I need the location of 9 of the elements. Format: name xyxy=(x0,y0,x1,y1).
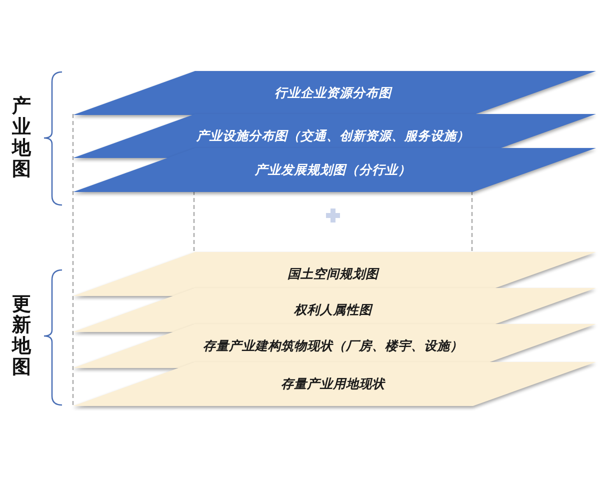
layer-title: 产业设施分布图（交通、创新资源、服务设施） xyxy=(196,128,470,144)
layer-title: 存量产业建构筑物现状（厂房、楼宇、设施） xyxy=(203,338,463,354)
layer-title: 存量产业用地现状 xyxy=(281,376,385,392)
layer-title: 行业企业资源分布图 xyxy=(274,84,392,102)
group-label: 产业地图 xyxy=(12,96,31,180)
layer-title: 国土空间规划图 xyxy=(288,266,378,282)
layer-title: 产业发展规划图（分行业） xyxy=(255,162,411,178)
layer-title: 权利人属性图 xyxy=(294,302,372,318)
group-label: 更新地图 xyxy=(12,294,31,378)
